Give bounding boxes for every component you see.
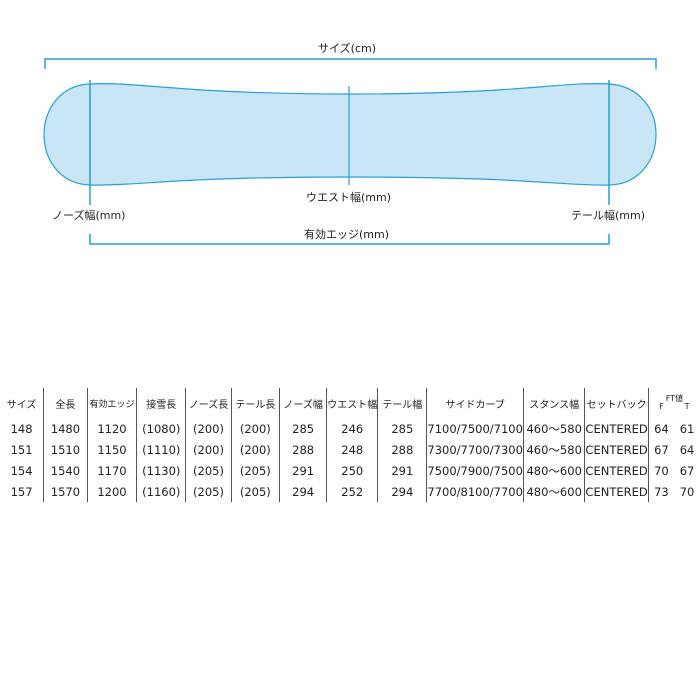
cell: 285 <box>377 418 427 439</box>
cell: 1120 <box>86 418 137 439</box>
cell: 1570 <box>43 481 88 502</box>
cell: CENTERED <box>584 460 649 481</box>
cell: 1510 <box>43 439 88 460</box>
board-diagram: サイズ(cm) ウエスト幅(mm) ノーズ幅(mm) テール幅(mm) 有効エッ… <box>0 0 700 260</box>
cell: CENTERED <box>584 481 649 502</box>
cell: 252 <box>326 481 378 502</box>
cell: 246 <box>326 418 378 439</box>
cell: 67 <box>647 439 675 460</box>
cell: 460～580 <box>522 418 585 439</box>
cell: (200) <box>185 418 232 439</box>
cell: (200) <box>230 439 280 460</box>
waist-label: ウエスト幅(mm) <box>306 191 392 204</box>
header-tail-length: テール長 <box>230 388 280 418</box>
header-size: サイズ <box>6 399 37 411</box>
cell: 291 <box>377 460 427 481</box>
header-nose-length: ノーズ長 <box>185 388 232 418</box>
nose-width-label: ノーズ幅(mm) <box>52 209 126 222</box>
cell: (205) <box>230 460 280 481</box>
cell: 7700/8100/7700 <box>426 481 524 502</box>
cell: 288 <box>278 439 327 460</box>
cell: 248 <box>326 439 378 460</box>
cell: 1200 <box>86 481 137 502</box>
cell: 61 <box>679 421 695 436</box>
cell: (1130) <box>136 460 186 481</box>
cell: 64 <box>679 442 695 457</box>
cell: 1540 <box>43 460 88 481</box>
header-nose-width: ノーズ幅 <box>278 388 327 418</box>
cell: 70 <box>679 484 695 499</box>
board-shape <box>43 83 657 186</box>
header-contact-length: 接雪長 <box>136 388 186 418</box>
header-ft: FT値 F T <box>647 388 700 418</box>
cell: (200) <box>230 418 280 439</box>
table-header-row: サイズ 全長 有効エッジ 接雪長 ノーズ長 テール長 ノーズ幅 ウエスト幅 テー… <box>0 388 700 418</box>
cell: 294 <box>278 481 327 502</box>
cell: (205) <box>185 460 232 481</box>
cell: 157 <box>10 484 33 499</box>
cell: CENTERED <box>584 418 649 439</box>
cell: 154 <box>10 463 33 478</box>
edge-label: 有効エッジ(mm) <box>304 228 390 241</box>
cell: (205) <box>230 481 280 502</box>
cell: 7300/7700/7300 <box>426 439 524 460</box>
cell: 291 <box>278 460 327 481</box>
size-label: サイズ(cm) <box>318 42 377 55</box>
cell: 7100/7500/7100 <box>426 418 524 439</box>
cell: 148 <box>10 421 33 436</box>
header-stance-width: スタンス幅 <box>522 388 585 418</box>
cell: 1170 <box>86 460 137 481</box>
snowboard-outline <box>43 58 657 245</box>
edge-bracket <box>89 234 610 245</box>
ft-t: T <box>684 402 690 411</box>
cell: CENTERED <box>584 439 649 460</box>
cell: 460～580 <box>522 439 585 460</box>
header-waist-width: ウエスト幅 <box>326 388 378 418</box>
header-length: 全長 <box>43 388 88 418</box>
header-effective-edge: 有効エッジ <box>86 388 137 418</box>
cell: (200) <box>185 439 232 460</box>
header-setback: セットバック <box>584 388 649 418</box>
cell: 73 <box>647 481 675 502</box>
cell: (1160) <box>136 481 186 502</box>
cell: 250 <box>326 460 378 481</box>
cell: 70 <box>647 460 675 481</box>
cell: 294 <box>377 481 427 502</box>
cell: (205) <box>185 481 232 502</box>
tail-width-label: テール幅(mm) <box>571 209 646 222</box>
cell: (1080) <box>136 418 186 439</box>
cell: 1150 <box>86 439 137 460</box>
header-sidecut: サイドカーブ <box>426 388 524 418</box>
spec-table: サイズ 全長 有効エッジ 接雪長 ノーズ長 テール長 ノーズ幅 ウエスト幅 テー… <box>0 388 700 502</box>
cell: 64 <box>647 418 675 439</box>
cell: 480～600 <box>522 481 585 502</box>
ft-f: F <box>659 402 664 411</box>
cell: 288 <box>377 439 427 460</box>
cell: 480～600 <box>522 460 585 481</box>
size-bracket <box>44 58 657 69</box>
cell: 285 <box>278 418 327 439</box>
cell: 151 <box>10 442 33 457</box>
cell: 67 <box>679 463 695 478</box>
spec-table-container: サイズ 全長 有効エッジ 接雪長 ノーズ長 テール長 ノーズ幅 ウエスト幅 テー… <box>0 388 700 502</box>
header-tail-width: テール幅 <box>377 388 427 418</box>
ft-title: FT値 <box>665 393 684 403</box>
cell: 7500/7900/7500 <box>426 460 524 481</box>
cell: 1480 <box>43 418 88 439</box>
cell: (1110) <box>136 439 186 460</box>
